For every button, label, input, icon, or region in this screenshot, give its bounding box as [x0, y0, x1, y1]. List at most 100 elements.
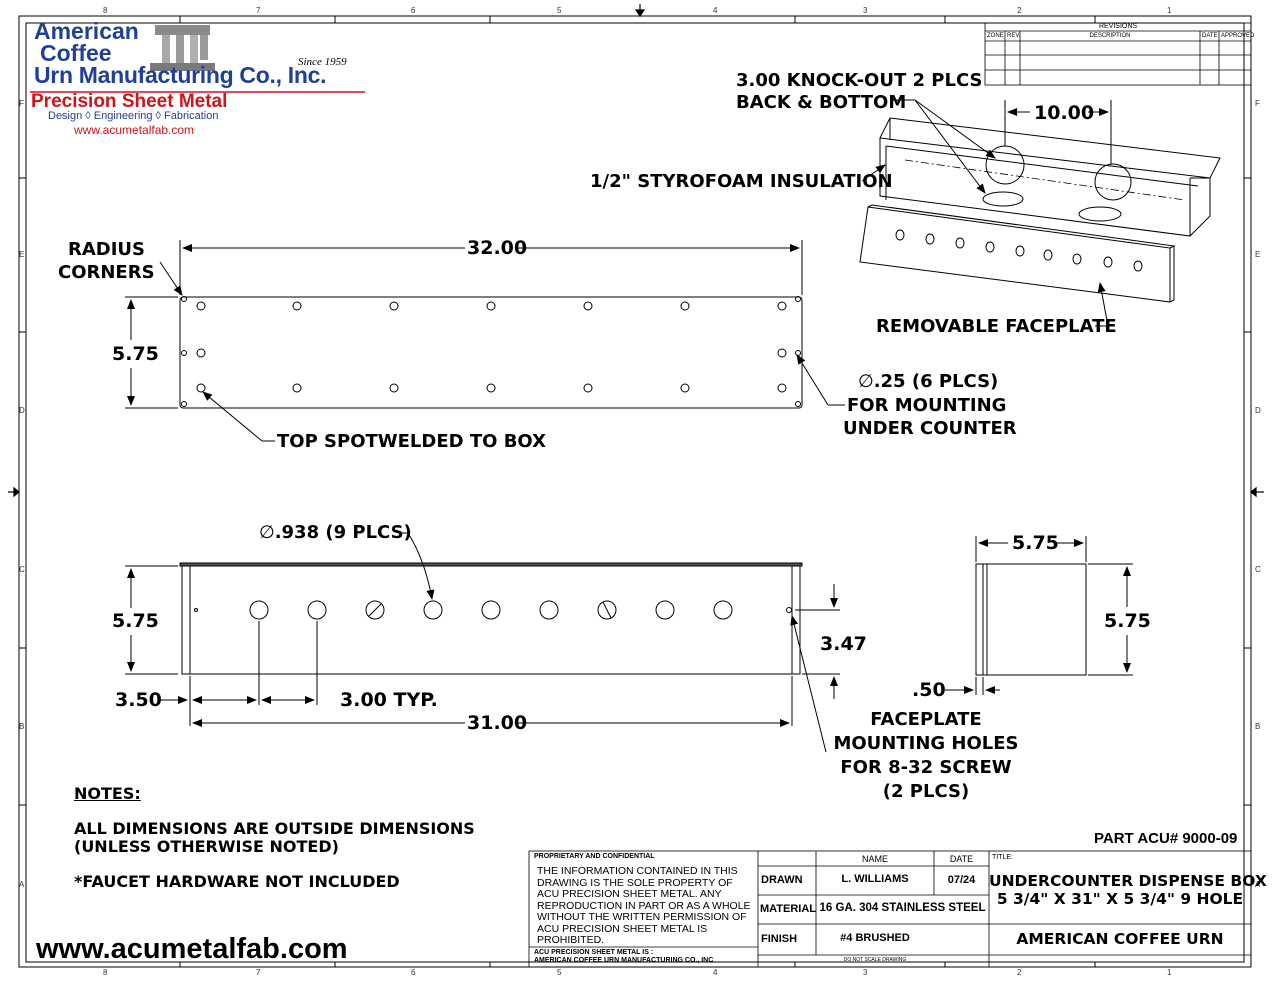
zone-col: 4: [713, 6, 718, 15]
dim-knockout-spacing: 10.00: [1034, 102, 1095, 124]
logo-line-coffee: Coffee: [40, 40, 112, 66]
zone-col: 1: [1167, 6, 1172, 15]
zone-row: E: [19, 250, 25, 259]
zone-col: 8: [103, 6, 108, 15]
iso-view: [859, 117, 1221, 303]
side-view: [975, 563, 1087, 676]
label-hole-callout: ∅.938 (9 PLCS): [259, 522, 412, 543]
note-line-3: *FAUCET HARDWARE NOT INCLUDED: [74, 872, 400, 891]
faceplate-holes: [895, 229, 1143, 272]
rev-header-date: DATE: [1202, 33, 1218, 39]
zone-col: 4: [713, 968, 718, 977]
label-faceplate: FACEPLATE: [870, 709, 982, 730]
logo-line-american: American: [34, 18, 139, 44]
zone-col: 5: [557, 6, 562, 15]
label-for-mounting: FOR MOUNTING: [847, 395, 1007, 416]
tb-confidential-line: ACU PRECISION SHEET METAL. ANY: [537, 888, 722, 900]
tb-company: AMERICAN COFFEE URN: [1016, 930, 1224, 948]
tb-confidential-line: PROHIBITED.: [537, 934, 605, 946]
zone-col: 6: [411, 6, 416, 15]
zone-col: 3: [863, 968, 868, 977]
dim-top-height: 5.75: [112, 343, 159, 365]
zone-col: 7: [256, 6, 261, 15]
zone-row: D: [1255, 406, 1261, 415]
tb-title-line-1: UNDERCOUNTER DISPENSE BOX: [989, 872, 1267, 890]
front-view-dims: [125, 532, 840, 753]
tb-confidential-text: THE INFORMATION CONTAINED IN THIS DRAWIN…: [537, 865, 757, 947]
title-block-grid: [528, 850, 1252, 968]
zone-ticks: [19, 16, 1251, 967]
dim-side-height: 5.75: [1104, 610, 1151, 632]
top-hole-row-1: [196, 301, 787, 311]
dim-overall-length: 32.00: [467, 237, 528, 259]
notes-heading: NOTES:: [74, 784, 141, 803]
revisions-title: REVISIONS: [1098, 23, 1138, 30]
tb-owner-line-1: ACU PRECISION SHEET METAL IS :: [534, 949, 654, 956]
zone-row: E: [1255, 250, 1261, 259]
zone-row: D: [19, 406, 25, 415]
tb-confidential-line: REPRODUCTION IN PART OR AS A WHOLE: [537, 899, 751, 912]
zone-row: C: [19, 565, 25, 574]
label-knockout: 3.00 KNOCK-OUT 2 PLCS: [736, 70, 983, 91]
dim-front-length: 31.00: [467, 712, 528, 734]
diameter-symbol: ∅: [858, 371, 874, 392]
zone-row: B: [19, 722, 25, 731]
zone-col: 2: [1017, 968, 1022, 977]
zone-col: 7: [256, 968, 261, 977]
label-screw: FOR 8-32 SCREW: [840, 757, 1012, 778]
tb-owner-line-2: AMERICAN COFFEE URN MANUFACTURING CO., I…: [534, 957, 714, 964]
label-two-places: (2 PLCS): [882, 781, 970, 802]
front-view: [179, 562, 803, 675]
zone-col: 1: [1167, 968, 1172, 977]
revisions-table: [984, 22, 1252, 86]
zone-col: 2: [1017, 6, 1022, 15]
logo-services: Design ◊ Engineering ◊ Fabrication: [48, 110, 219, 122]
label-corners: CORNERS: [58, 262, 155, 283]
tb-title-header: TITLE:: [992, 854, 1014, 861]
tb-material-value: 16 GA. 304 STAINLESS STEEL: [819, 902, 986, 914]
rev-header-rev: REV.: [1007, 33, 1021, 39]
zone-col: 6: [411, 968, 416, 977]
rev-header-approved: APPROVED: [1221, 33, 1255, 39]
zone-col: 8: [103, 968, 108, 977]
iso-view-dims: [861, 99, 1112, 327]
tb-confidential-line: THE INFORMATION CONTAINED IN THIS: [537, 865, 738, 877]
dim-hole-spacing: 3.00 TYP.: [340, 689, 438, 711]
label-insulation: 1/2" STYROFOAM INSULATION: [590, 171, 893, 192]
top-hole-row-3: [196, 383, 787, 393]
dim-first-hole: 3.50: [115, 689, 162, 711]
tb-date-header: DATE: [949, 854, 974, 864]
logo-website: www.acumetalfab.com: [74, 123, 195, 137]
tb-drawn-date: 07/24: [947, 874, 976, 886]
tb-confidential-line: WITHOUT THE WRITTEN PERMISSION OF: [537, 911, 747, 923]
dim-hole-height: 3.47: [820, 633, 867, 655]
dim-front-height: 5.75: [112, 610, 159, 632]
tb-finish-label: FINISH: [761, 933, 798, 945]
label-removable-faceplate: REMOVABLE FACEPLATE: [876, 316, 1117, 337]
zone-col: 3: [863, 6, 868, 15]
logo-tagline: Precision Sheet Metal: [31, 91, 228, 112]
tb-proprietary: PROPRIETARY AND CONFIDENTIAL: [534, 853, 655, 860]
zone-row: B: [1255, 722, 1261, 731]
logo: American Coffee Urn Manufacturing Co., I…: [31, 18, 369, 138]
zone-row: A: [19, 880, 25, 889]
tb-title-line-2: 5 3/4" X 31" X 5 3/4" 9 HOLE: [996, 890, 1244, 908]
rev-header-zone: ZONE: [987, 33, 1004, 39]
centering-marks: [8, 4, 1264, 498]
hole-callout-value: .938 (9 PLCS): [274, 522, 412, 543]
tb-material-label: MATERIAL: [760, 903, 817, 915]
zone-col: 5: [557, 968, 562, 977]
rev-header-description: DESCRIPTION: [1089, 33, 1131, 39]
label-under-counter: UNDER COUNTER: [843, 418, 1017, 439]
footer-website: www.acumetalfab.com: [36, 933, 348, 965]
tb-drawn-label: DRAWN: [761, 874, 803, 886]
front-holes: [249, 600, 733, 620]
tb-finish-value: #4 BRUSHED: [840, 932, 910, 944]
mount-hole-size: .25 (6 PLCS): [873, 371, 999, 392]
diameter-symbol: ∅: [259, 522, 275, 543]
part-number: PART ACU# 9000-09: [1094, 830, 1238, 847]
label-radius: RADIUS: [68, 239, 146, 260]
logo-line-company: Urn Manufacturing Co., Inc.: [34, 62, 327, 88]
side-view-dims: [945, 536, 1133, 695]
